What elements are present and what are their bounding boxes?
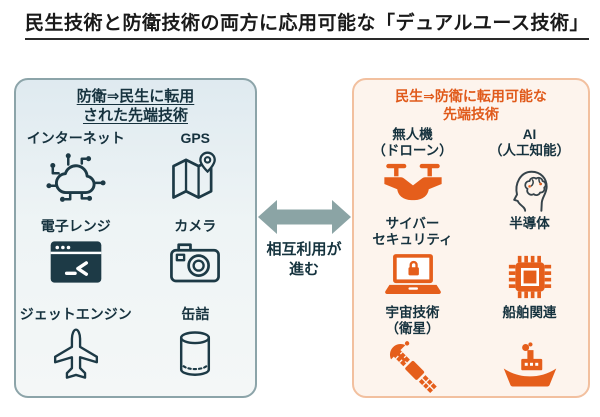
tech-item-canned-food: 缶詰 — [136, 306, 256, 394]
left-panel-header-line1: 防衛⇒民生に転用 — [76, 88, 195, 105]
left-panel-grid: インターネット GPS — [16, 130, 255, 394]
tech-item-label: 宇宙技術 （衛星） — [385, 305, 440, 337]
tech-item-jet-engine: ジェットエンジン — [16, 306, 136, 394]
tech-item-label: 電子レンジ — [40, 217, 111, 234]
tech-item-label: ジェットエンジン — [19, 305, 132, 322]
tech-item-label: インターネット — [26, 129, 125, 146]
mutual-use-label-line1: 相互利用が — [266, 241, 342, 258]
ship-icon — [502, 340, 558, 390]
defense-to-civilian-panel: 防衛⇒民生に転用 された先端技術 インターネット GPS — [14, 78, 257, 398]
tech-item-microwave: 電子レンジ — [16, 218, 136, 306]
tech-item-label: 半導体 — [509, 216, 550, 231]
microchip-icon — [504, 251, 556, 303]
tech-item-label: 船舶関連 — [502, 305, 557, 320]
tech-item-label: サイバー セキュリティ — [372, 216, 453, 248]
right-panel-header: 民生⇒防衛に転用可能な 先端技術 — [354, 80, 588, 123]
tech-item-space-tech: 宇宙技術 （衛星） — [354, 305, 471, 394]
tech-item-label: カメラ — [174, 217, 217, 234]
tech-item-ships: 船舶関連 — [471, 305, 588, 394]
folded-map-pin-icon — [166, 150, 224, 202]
tin-can-icon — [169, 326, 221, 382]
right-panel-header-line2: 先端技術 — [443, 105, 499, 122]
laptop-lock-icon — [384, 251, 442, 297]
tech-item-label: GPS — [180, 129, 211, 146]
terminal-window-icon — [46, 238, 106, 286]
mutual-use-arrow — [256, 197, 353, 237]
left-panel-header: 防衛⇒民生に転用 された先端技術 — [16, 80, 255, 126]
network-cloud-icon — [45, 150, 107, 208]
brain-head-icon — [504, 162, 556, 214]
airplane-icon — [47, 326, 105, 384]
tech-item-semiconductor: 半導体 — [471, 216, 588, 305]
mutual-use-label-line2: 進む — [288, 261, 319, 279]
drone-icon — [382, 162, 444, 204]
satellite-icon — [386, 340, 440, 394]
tech-item-gps: GPS — [136, 130, 256, 218]
tech-item-camera: カメラ — [136, 218, 256, 306]
tech-item-drone: 無人機 （ドローン） — [354, 127, 471, 216]
civilian-to-defense-panel: 民生⇒防衛に転用可能な 先端技術 無人機 （ドローン） AI （人 — [352, 78, 590, 398]
tech-item-label: AI （人工知能） — [489, 127, 570, 159]
tech-item-ai: AI （人工知能） — [471, 127, 588, 216]
camera-icon — [166, 238, 224, 286]
tech-item-cybersecurity: サイバー セキュリティ — [354, 216, 471, 305]
right-panel-grid: 無人機 （ドローン） AI （人工知能） — [354, 127, 588, 394]
mutual-use-label: 相互利用が 進む — [250, 240, 358, 281]
tech-item-internet: インターネット — [16, 130, 136, 218]
left-panel-header-line2: された先端技術 — [82, 106, 188, 124]
page-title: 民生技術と防衛技術の両方に応用可能な「デュアルユース技術」 — [25, 8, 589, 40]
tech-item-label: 缶詰 — [181, 305, 210, 322]
tech-item-label: 無人機 （ドローン） — [372, 127, 453, 159]
right-panel-header-line1: 民生⇒防衛に転用可能な — [395, 88, 547, 104]
